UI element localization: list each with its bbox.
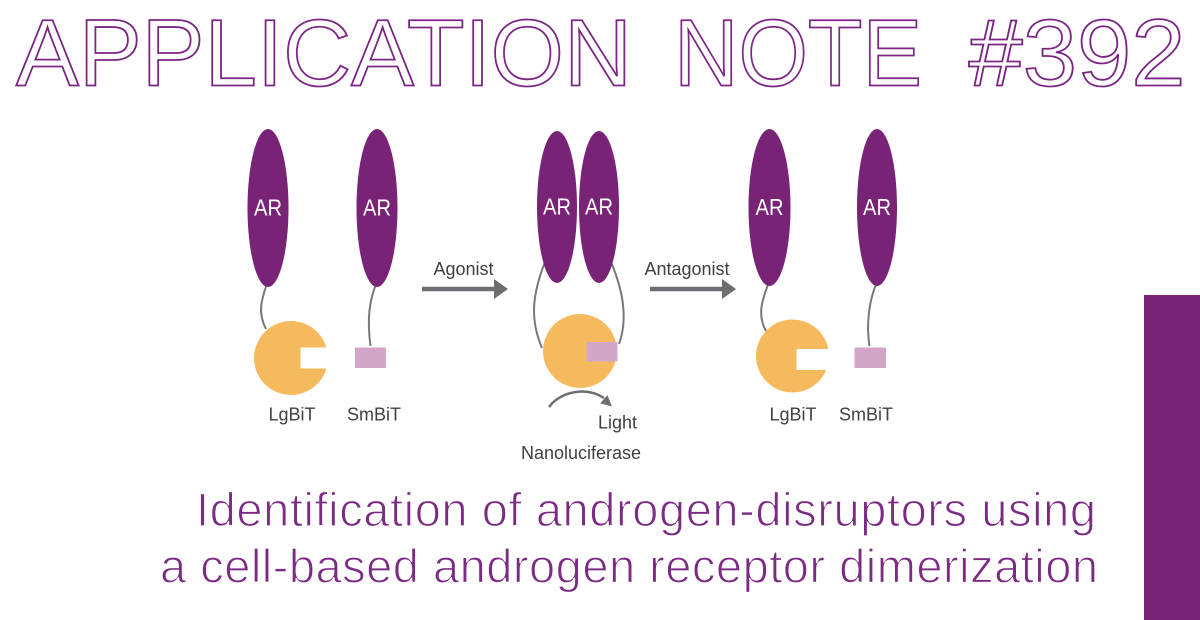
svg-text:AR: AR xyxy=(543,194,571,220)
svg-text:Light: Light xyxy=(598,413,637,433)
svg-text:Identification of androgen-dis: Identification of androgen-disruptors us… xyxy=(196,483,1096,536)
svg-text:Nanoluciferase: Nanoluciferase xyxy=(521,443,641,463)
svg-text:a cell-based androgen receptor: a cell-based androgen receptor dimerizat… xyxy=(160,540,1098,593)
svg-text:Antagonist: Antagonist xyxy=(644,259,729,279)
svg-text:AR: AR xyxy=(863,194,891,220)
svg-text:LgBiT: LgBiT xyxy=(268,405,315,425)
svg-text:NOTE: NOTE xyxy=(674,1,922,107)
svg-text:AR: AR xyxy=(585,194,613,220)
svg-text:APPLICATION: APPLICATION xyxy=(16,1,632,107)
svg-text:AR: AR xyxy=(254,195,282,221)
svg-text:AR: AR xyxy=(363,195,391,221)
svg-text:Agonist: Agonist xyxy=(433,259,493,279)
svg-text:#392: #392 xyxy=(969,1,1186,107)
svg-text:SmBiT: SmBiT xyxy=(839,405,893,425)
svg-text:LgBiT: LgBiT xyxy=(769,405,816,425)
svg-text:AR: AR xyxy=(756,194,784,220)
svg-text:SmBiT: SmBiT xyxy=(347,405,401,425)
